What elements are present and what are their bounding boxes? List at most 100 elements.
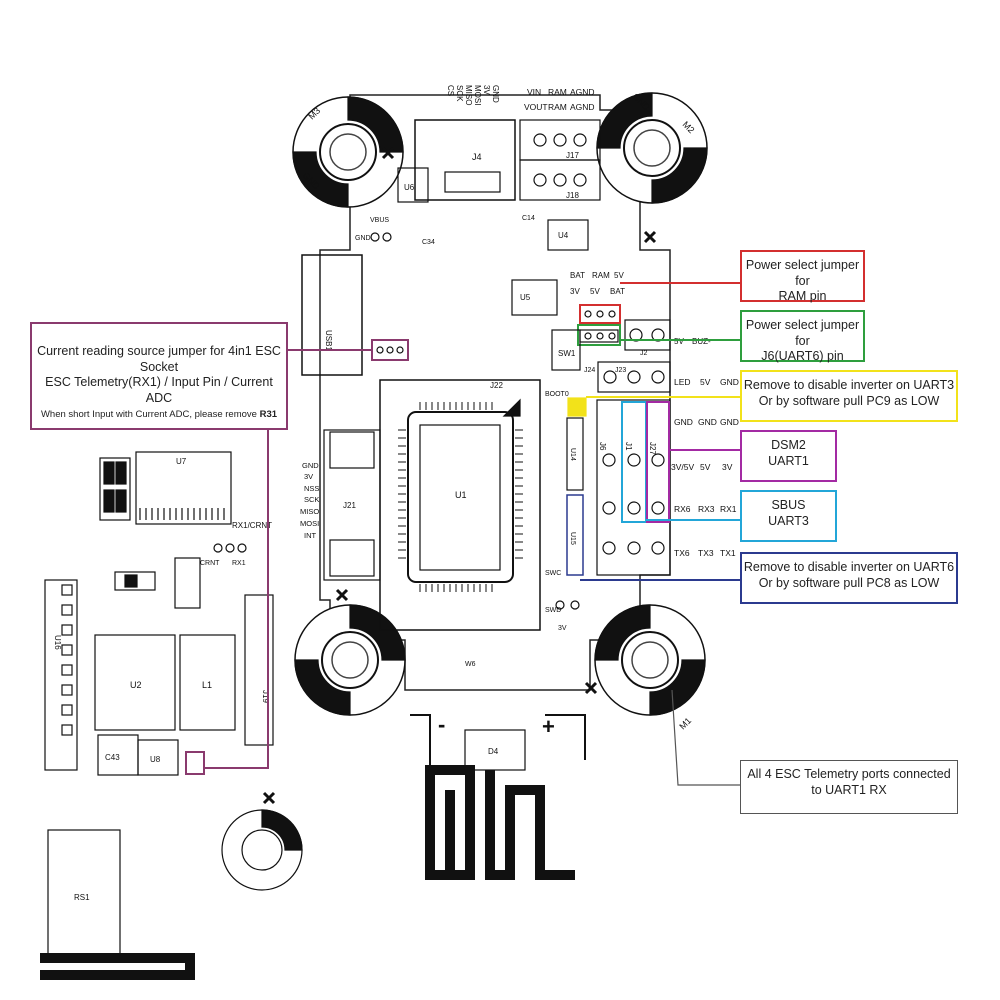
chip-u14: [566, 417, 584, 491]
row1-5v: 5V: [700, 377, 711, 387]
chip-u4: [547, 219, 589, 251]
label-u7: U7: [176, 457, 187, 466]
label-c43: C43: [105, 753, 120, 762]
label-j22: J22: [490, 381, 503, 390]
callout-inverter-uart6-line1: Remove to disable inverter on UART6: [743, 560, 955, 574]
label-u5: U5: [520, 293, 531, 302]
mount-hole-top-right: GND M2: [596, 91, 708, 204]
callout-dsm2-line1: DSM2: [771, 438, 806, 452]
connector-j4: [414, 119, 516, 201]
chip-u2: [94, 634, 176, 731]
callout-inverter-uart6: Remove to disable inverter on UART6 Or b…: [740, 552, 958, 604]
spi-miso: MISO: [300, 507, 319, 516]
chip-u5: [511, 279, 558, 316]
label-u1: U1: [455, 490, 467, 500]
chip-u6: [397, 167, 429, 203]
label-u6: U6: [404, 183, 415, 192]
callout-power-ram-line1: Power select jumper for: [745, 258, 860, 288]
spi-nss: NSS: [304, 484, 319, 493]
ps-ram: RAM: [592, 271, 610, 280]
label-j6: J6: [598, 442, 607, 451]
spi-mosi: MOSI: [300, 519, 319, 528]
callout-current-source: Current reading source jumper for 4in1 E…: [30, 322, 288, 430]
callout-sbus-line2: UART3: [768, 513, 809, 528]
callout-current-note-text: When short Input with Current ADC, pleas…: [40, 408, 260, 420]
ps-bat2: BAT: [610, 287, 625, 296]
label-c34: C34: [422, 239, 435, 246]
label-w6: W6: [465, 661, 476, 668]
top-vout: VOUT: [524, 102, 548, 112]
chip-u8: [137, 739, 179, 776]
label-vbus: VBUS: [370, 217, 389, 224]
highlight-j27-purple: [646, 401, 670, 523]
label-gnd-usb: GND: [355, 235, 371, 242]
connector-j23: [597, 361, 671, 393]
row4-rx6: RX6: [674, 504, 691, 514]
callout-inverter-uart3-line2: Or by software pull PC9 as LOW: [758, 393, 940, 408]
connector-j2: [624, 319, 671, 351]
label-swc: SWC: [545, 570, 561, 577]
row4-rx1: RX1: [720, 504, 737, 514]
callout-power-ram: Power select jumper for RAM pin: [740, 250, 865, 304]
callout-power-ram-line2: RAM pin: [778, 289, 827, 304]
chip-u15: [566, 494, 584, 576]
label-crnt: CRNT: [200, 560, 220, 567]
mcu-area: [379, 379, 541, 631]
callout-esc-telemetry-line1: All 4 ESC Telemetry ports connected: [747, 767, 951, 781]
uart-header-grid: [596, 399, 671, 576]
row2-gnd2: GND: [698, 417, 717, 427]
callout-current-line1: Current reading source jumper for 4in1 E…: [37, 344, 281, 374]
callout-inverter-uart6-line2: Or by software pull PC8 as LOW: [758, 575, 940, 590]
label-j19: J19: [261, 690, 270, 703]
callout-dsm2-line2: UART1: [768, 453, 809, 468]
label-l1: L1: [202, 680, 212, 690]
uart-pins: [602, 453, 665, 555]
label-j4: J4: [472, 152, 482, 162]
callout-sbus-line1: SBUS: [771, 498, 806, 512]
ps-5v2: 5V: [590, 287, 600, 296]
label-swd: SWD: [545, 607, 561, 614]
row4-rx3: RX3: [698, 504, 715, 514]
mount-hole-top-left: M3 GND: [292, 96, 404, 208]
spi-int: INT: [304, 531, 317, 540]
label-rs1: RS1: [74, 893, 90, 902]
highlight-j6-inverter: [567, 397, 587, 417]
row2-gnd1: GND: [674, 417, 693, 427]
row2-gnd3: GND: [720, 417, 739, 427]
row3-3v5v: 3V/5V: [671, 462, 694, 472]
row1-led: LED: [674, 377, 691, 387]
battery-minus: -: [438, 712, 445, 737]
connector-usb1: [301, 254, 363, 376]
label-u16: U16: [53, 635, 62, 650]
label-j21: J21: [343, 501, 356, 510]
label-u8: U8: [150, 755, 161, 764]
label-c14: C14: [522, 215, 535, 222]
row5-tx6: TX6: [674, 548, 690, 558]
jumper-power-ram: [579, 304, 621, 324]
label-j27: J27: [648, 442, 657, 455]
callout-current-line2: ESC Telemetry(RX1) / Input Pin / Current…: [45, 375, 273, 405]
callout-sbus: SBUS UART3: [740, 490, 837, 542]
connector-j19: [244, 594, 274, 746]
callout-inverter-uart3: Remove to disable inverter on UART3 Or b…: [740, 370, 958, 422]
top-agnd1: AGND: [570, 87, 595, 97]
label-j1: J1: [624, 442, 633, 451]
row3-3v: 3V: [722, 462, 733, 472]
row1-gnd: GND: [720, 377, 739, 387]
callout-dsm2: DSM2 UART1: [740, 430, 837, 482]
label-u4: U4: [558, 231, 569, 240]
row3-5v: 5V: [700, 462, 711, 472]
label-u2: U2: [130, 680, 142, 690]
label-3v-bottom: 3V: [558, 625, 567, 632]
inductor-l1: [179, 634, 236, 731]
pin-mosi-top: MOSI: [473, 85, 482, 105]
top-ram2: RAM: [548, 102, 567, 112]
mount-label-br-1: M1: [677, 715, 693, 731]
chip-u7: [135, 451, 232, 525]
callout-esc-telemetry: All 4 ESC Telemetry ports connected to U…: [740, 760, 958, 814]
chip-u16: [44, 579, 78, 771]
ps-bat: BAT: [570, 271, 585, 280]
jumper-power-j6: [577, 324, 621, 346]
pads-j17-j18: [519, 119, 601, 201]
